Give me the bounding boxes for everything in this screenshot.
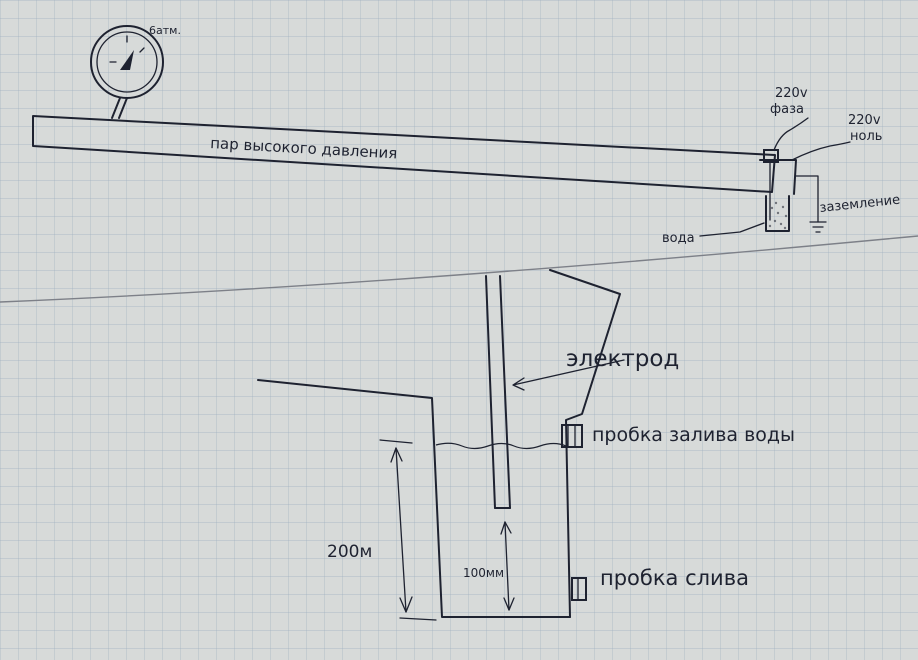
electrode-pointer [512,359,625,391]
height-dimension [379,439,437,621]
neutral-label-voltage: 220v [848,113,881,128]
fill-plug-label: пробка залива воды [592,424,795,446]
phase-wire [773,117,809,151]
water-level-line [435,442,567,450]
gauge-label: 6атм. [149,24,181,37]
boiler-vessel [257,269,621,618]
steam-pipe [32,115,776,193]
fill-plug [561,424,583,448]
drain-plug [571,577,587,601]
phase-label-text: фаза [770,102,804,117]
electrode [485,275,511,509]
page-divider-line [0,235,918,303]
water-pointer [699,222,765,237]
gap-dimension [500,521,515,611]
electrode-cell [759,149,797,232]
pressure-gauge [90,25,164,119]
water-label: вода [662,231,695,246]
neutral-label-text: ноль [850,129,882,144]
ground-wire [795,175,819,223]
ground-symbol [809,221,827,233]
phase-label-voltage: 220v [775,86,808,101]
gap-label: 100мм [463,566,504,580]
electrode-label: электрод [566,346,679,372]
height-label: 200м [327,542,372,562]
neutral-wire [791,141,851,161]
drain-plug-label: пробка слива [600,566,749,590]
